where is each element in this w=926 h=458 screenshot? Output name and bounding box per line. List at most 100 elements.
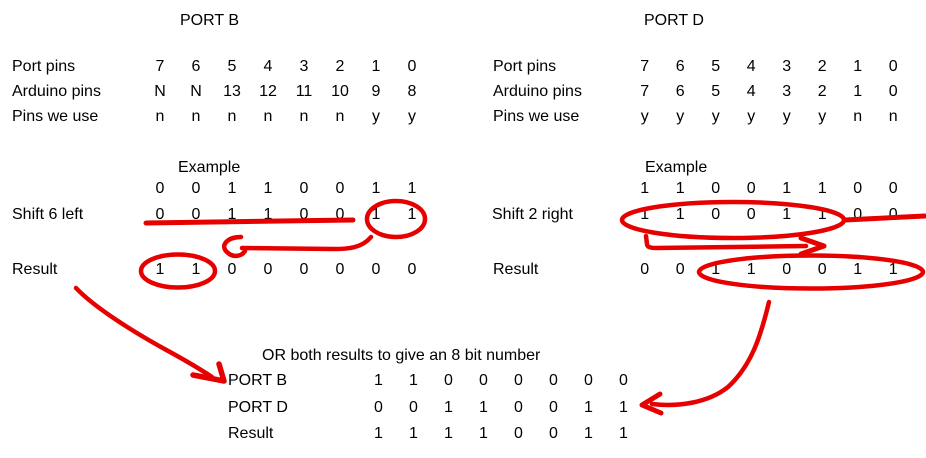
bit-cell: 0 (444, 372, 453, 389)
bit-cell: 0 (888, 83, 898, 100)
bit-cell: 1 (619, 425, 628, 442)
port-d-example-title: Example (645, 159, 708, 176)
bit-cell: n (853, 108, 863, 125)
bit-cell: n (263, 108, 273, 125)
bit-cell: 1 (409, 425, 418, 442)
bit-cell: 0 (888, 180, 898, 197)
bit-cell: 0 (619, 372, 628, 389)
bit-cell: 2 (335, 58, 345, 75)
port-d-result-to-or-arrowhead (639, 391, 664, 416)
port-d-shift-right-arrow (643, 233, 809, 251)
port-d-title: PORT D (644, 12, 704, 29)
bit-cell: 1 (407, 206, 417, 223)
bit-cell: 1 (409, 372, 418, 389)
bit-cell: 0 (299, 180, 309, 197)
bit-cell: 0 (299, 206, 309, 223)
bit-cell: 0 (407, 261, 417, 278)
bit-cell: 0 (335, 180, 345, 197)
bit-cell: 0 (711, 180, 721, 197)
bit-cell: 1 (853, 261, 863, 278)
port-b-title: PORT B (180, 12, 239, 29)
bit-cell: 3 (299, 58, 309, 75)
bit-cell: 0 (155, 180, 165, 197)
or-section-title: OR both results to give an 8 bit number (262, 347, 541, 364)
bit-cell: 0 (853, 206, 863, 223)
port-b-row-label-port-pins: Port pins (12, 58, 76, 75)
port-d-row-label-pins-we-use: Pins we use (493, 108, 580, 125)
bit-cell: y (676, 108, 685, 125)
bit-cell: 0 (371, 261, 381, 278)
bit-cell: n (299, 108, 309, 125)
bit-cell: 4 (746, 58, 756, 75)
bit-cell: 0 (549, 372, 558, 389)
bit-cell: 1 (675, 180, 685, 197)
bit-cell: 0 (514, 399, 523, 416)
bit-cell: 4 (746, 83, 756, 100)
bit-cell: y (640, 108, 649, 125)
bit-cell: 1 (584, 399, 593, 416)
bit-cell: 7 (640, 83, 650, 100)
bit-cell: 1 (407, 180, 417, 197)
bit-cell: 1 (619, 399, 628, 416)
bit-cell: 1 (371, 58, 381, 75)
port-d-shift-label: Shift 2 right (492, 206, 573, 223)
bit-cell: 1 (155, 261, 165, 278)
bit-cell: 6 (675, 83, 685, 100)
bit-cell: 1 (782, 206, 792, 223)
bit-cell: 0 (191, 180, 201, 197)
bit-cell: 2 (817, 58, 827, 75)
port-b-result-label: Result (12, 261, 58, 278)
bit-cell: 0 (227, 261, 237, 278)
port-b-shift-left-arrow (239, 234, 374, 252)
bit-cell: 1 (227, 206, 237, 223)
bit-cell: 0 (888, 58, 898, 75)
bit-cell: 9 (371, 83, 381, 100)
bit-cell: 3 (782, 83, 792, 100)
bit-cell: 0 (263, 261, 273, 278)
bit-cell: 1 (584, 425, 593, 442)
bit-cell: 1 (444, 399, 453, 416)
bit-cell: 7 (155, 58, 165, 75)
port-d-shift-right-arrowhead (798, 235, 827, 257)
port-b-result-to-or-arrow (73, 285, 215, 380)
port-b-example-title: Example (178, 159, 241, 176)
bit-cell: y (372, 108, 380, 125)
bit-cell: 0 (335, 261, 345, 278)
bit-cell: n (155, 108, 165, 125)
bit-cell: 1 (374, 372, 383, 389)
bit-cell: 3 (782, 58, 792, 75)
bit-cell: y (747, 108, 756, 125)
bit-cell: 0 (479, 372, 488, 389)
port-b-shift-left-arrowhead-curl (222, 234, 248, 259)
bit-cell: 0 (409, 399, 418, 416)
bit-cell: 5 (711, 83, 721, 100)
bit-cell: 2 (817, 83, 827, 100)
bit-cell: n (335, 108, 345, 125)
bit-cell: 6 (675, 58, 685, 75)
bit-cell: 1 (479, 399, 488, 416)
bit-cell: 1 (191, 261, 201, 278)
bit-cell: 0 (711, 206, 721, 223)
bit-cell: 11 (295, 83, 313, 100)
bit-cell: 0 (155, 206, 165, 223)
bit-cell: 5 (227, 58, 237, 75)
bit-cell: 1 (711, 261, 721, 278)
or-row-label-result: Result (228, 425, 274, 442)
bit-cell: y (818, 108, 827, 125)
bit-cell: 6 (191, 58, 201, 75)
bit-cell: 0 (746, 206, 756, 223)
bit-cell: 0 (549, 425, 558, 442)
bit-cell: 13 (223, 83, 241, 100)
bit-cell: 1 (479, 425, 488, 442)
port-b-row-label-pins-we-use: Pins we use (12, 108, 99, 125)
bit-cell: n (888, 108, 898, 125)
